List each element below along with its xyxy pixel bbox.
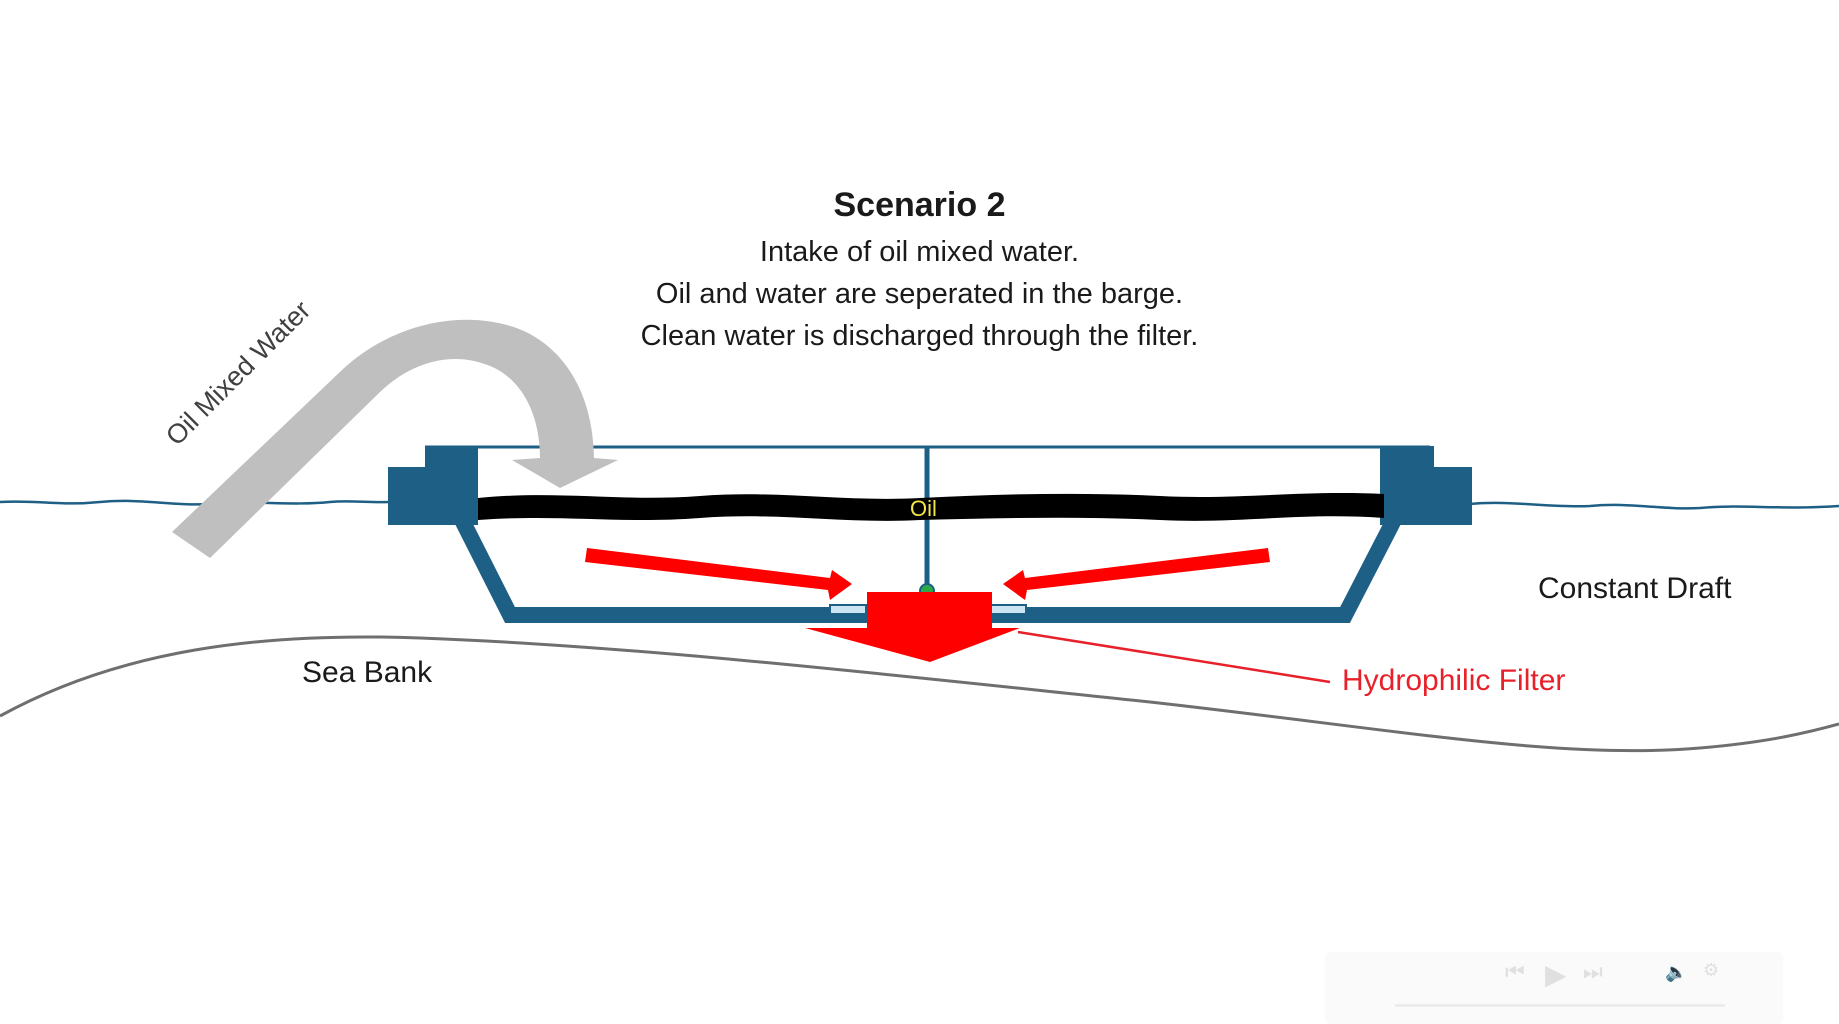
settings-icon[interactable]: ⚙ (1703, 960, 1720, 981)
filter-slot-right (989, 604, 1027, 615)
filter-label: Hydrophilic Filter (1342, 664, 1566, 697)
sea-bank-label: Sea Bank (302, 656, 433, 689)
flow-arrow-right (1003, 548, 1270, 600)
barge-left-wall (388, 446, 478, 525)
filter-slot-left (829, 604, 867, 615)
play-icon[interactable]: ▶ (1545, 958, 1567, 991)
oil-label: Oil (910, 496, 937, 521)
description-line-1: Intake of oil mixed water. (759, 236, 1080, 268)
filter-callout-line (1017, 630, 1331, 684)
volume-icon[interactable]: 🔈 (1665, 962, 1688, 983)
inflow-arrow (172, 319, 618, 558)
video-player-controls[interactable]: ⏮ ▶ ⏭ 🔈 ⚙ (1325, 952, 1783, 1024)
flow-arrow-left (585, 548, 852, 600)
constant-draft-label: Constant Draft (1538, 572, 1732, 605)
discharge-arrow (805, 592, 1020, 662)
description-line-2: Oil and water are seperated in the barge… (655, 278, 1184, 310)
description-line-3: Clean water is discharged through the fi… (640, 320, 1199, 352)
skip-back-icon[interactable]: ⏮ (1505, 960, 1525, 985)
progress-bar[interactable] (1395, 1004, 1725, 1007)
skip-forward-icon[interactable]: ⏭ (1583, 960, 1603, 985)
sea-bank-curve (0, 635, 1839, 753)
oil-layer (478, 493, 1384, 521)
diagram-title: Scenario 2 (833, 186, 1006, 224)
barge-right-wall (1380, 446, 1472, 525)
